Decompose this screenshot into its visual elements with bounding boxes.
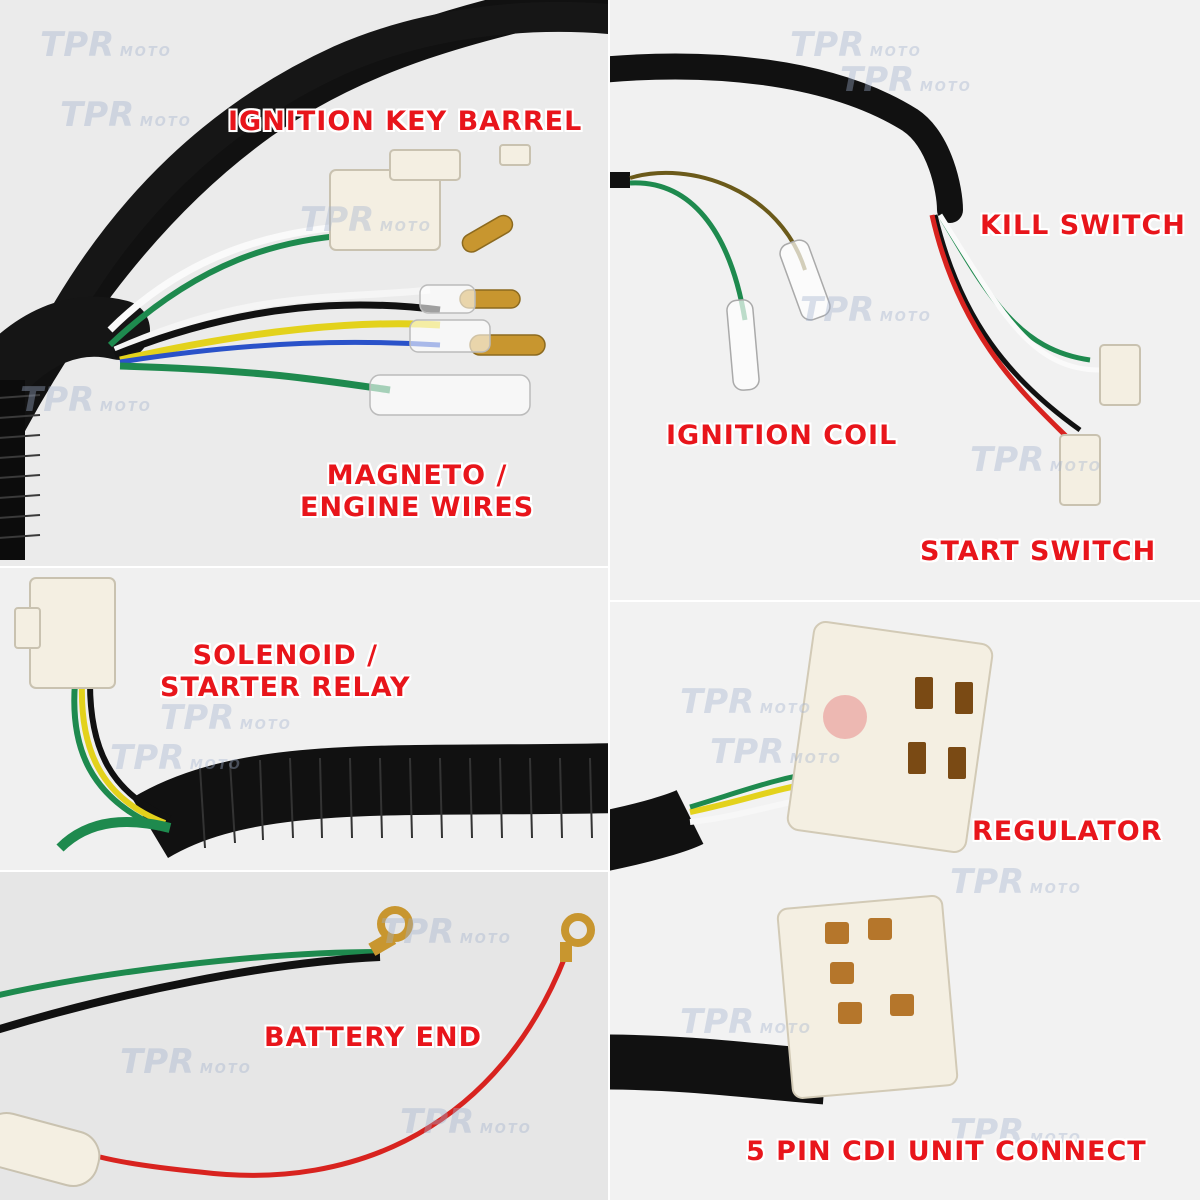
label-solenoid-starter-relay: SOLENOID / STARTER RELAY: [160, 640, 411, 704]
watermark-brand: TPR: [790, 25, 865, 65]
watermark-sub: MOTO: [119, 45, 172, 60]
watermark-brand: TPR: [950, 862, 1025, 902]
label-regulator: REGULATOR: [972, 816, 1163, 847]
watermark-sub: MOTO: [789, 752, 842, 767]
watermark-sub: MOTO: [189, 758, 242, 773]
panel-solenoid: TPR MOTO TPR MOTO SOLENOID / STARTER REL…: [0, 568, 608, 870]
watermark-tpr: TPR MOTO: [110, 738, 242, 778]
watermark-tpr: TPR MOTO: [710, 732, 842, 772]
watermark-sub: MOTO: [919, 80, 972, 95]
watermark-brand: TPR: [400, 1102, 475, 1142]
watermark-brand: TPR: [300, 200, 375, 240]
panel-kill-switch: TPR MOTO TPR MOTO TPR MOTO TPR MOTO KILL…: [610, 0, 1200, 600]
label-solenoid-line2: STARTER RELAY: [160, 672, 411, 703]
watermark-sub: MOTO: [459, 932, 512, 947]
watermark-tpr: TPR MOTO: [790, 25, 922, 65]
label-ignition-coil: IGNITION COIL: [666, 420, 898, 451]
label-magneto-engine-wires: MAGNETO / ENGINE WIRES: [300, 460, 534, 524]
watermark-sub: MOTO: [139, 115, 192, 130]
watermark-tpr: TPR MOTO: [300, 200, 432, 240]
watermark-tpr: TPR MOTO: [970, 440, 1102, 480]
watermark-tpr: TPR MOTO: [20, 380, 152, 420]
watermark-tpr: TPR MOTO: [400, 1102, 532, 1142]
watermark-sub: MOTO: [759, 1022, 812, 1037]
watermark-sub: MOTO: [239, 718, 292, 733]
watermark-brand: TPR: [680, 682, 755, 722]
label-ignition-key-barrel: IGNITION KEY BARREL: [228, 106, 583, 137]
watermark-brand: TPR: [110, 738, 185, 778]
watermark-brand: TPR: [60, 95, 135, 135]
panel-regulator-cdi: TPR MOTO TPR MOTO TPR MOTO TPR MOTO TPR …: [610, 602, 1200, 1200]
watermark-sub: MOTO: [1029, 1132, 1082, 1147]
panel-battery-end: TPR MOTO TPR MOTO TPR MOTO BATTERY END: [0, 872, 608, 1200]
watermark-tpr: TPR MOTO: [680, 1002, 812, 1042]
watermark-sub: MOTO: [879, 310, 932, 325]
watermark-tpr: TPR MOTO: [120, 1042, 252, 1082]
watermark-sub: MOTO: [759, 702, 812, 717]
label-battery-end: BATTERY END: [264, 1022, 482, 1053]
watermark-sub: MOTO: [479, 1122, 532, 1137]
watermark-tpr: TPR MOTO: [40, 25, 172, 65]
watermark-sub: MOTO: [1029, 882, 1082, 897]
photo-switch-wires: [610, 53, 1141, 506]
watermark-tpr: TPR MOTO: [950, 1112, 1082, 1152]
watermark-sub: MOTO: [199, 1062, 252, 1077]
watermark-brand: TPR: [120, 1042, 195, 1082]
panel-ignition-key-barrel: TPR MOTO TPR MOTO TPR MOTO TPR MOTO IGNI…: [0, 0, 608, 566]
photo-regulator-cdi: [610, 621, 994, 1105]
watermark-tpr: TPR MOTO: [840, 60, 972, 100]
watermark-brand: TPR: [20, 380, 95, 420]
label-cdi-connect: 5 PIN CDI UNIT CONNECT: [746, 1136, 1147, 1167]
watermark-brand: TPR: [800, 290, 875, 330]
label-solenoid-line1: SOLENOID /: [192, 640, 378, 671]
watermark-tpr: TPR MOTO: [680, 682, 812, 722]
watermark-brand: TPR: [950, 1112, 1025, 1152]
watermark-sub: MOTO: [99, 400, 152, 415]
watermark-tpr: TPR MOTO: [950, 862, 1082, 902]
watermark-sub: MOTO: [1049, 460, 1102, 475]
label-kill-switch: KILL SWITCH: [980, 210, 1186, 241]
label-magneto-line2: ENGINE WIRES: [300, 492, 535, 523]
watermark-brand: TPR: [160, 698, 235, 738]
watermark-brand: TPR: [970, 440, 1045, 480]
watermark-tpr: TPR MOTO: [380, 912, 512, 952]
photo-battery-wires: [0, 906, 595, 1187]
watermark-brand: TPR: [40, 25, 115, 65]
label-magneto-line1: MAGNETO /: [326, 460, 508, 491]
label-start-switch: START SWITCH: [920, 536, 1157, 567]
watermark-sub: MOTO: [379, 220, 432, 235]
watermark-brand: TPR: [680, 1002, 755, 1042]
watermark-brand: TPR: [380, 912, 455, 952]
watermark-brand: TPR: [840, 60, 915, 100]
watermark-brand: TPR: [710, 732, 785, 772]
watermark-tpr: TPR MOTO: [800, 290, 932, 330]
photo-solenoid-wires: [14, 577, 608, 859]
photo-harness-main: [0, 0, 608, 560]
watermark-tpr: TPR MOTO: [60, 95, 192, 135]
watermark-sub: MOTO: [869, 45, 922, 60]
watermark-tpr: TPR MOTO: [160, 698, 292, 738]
